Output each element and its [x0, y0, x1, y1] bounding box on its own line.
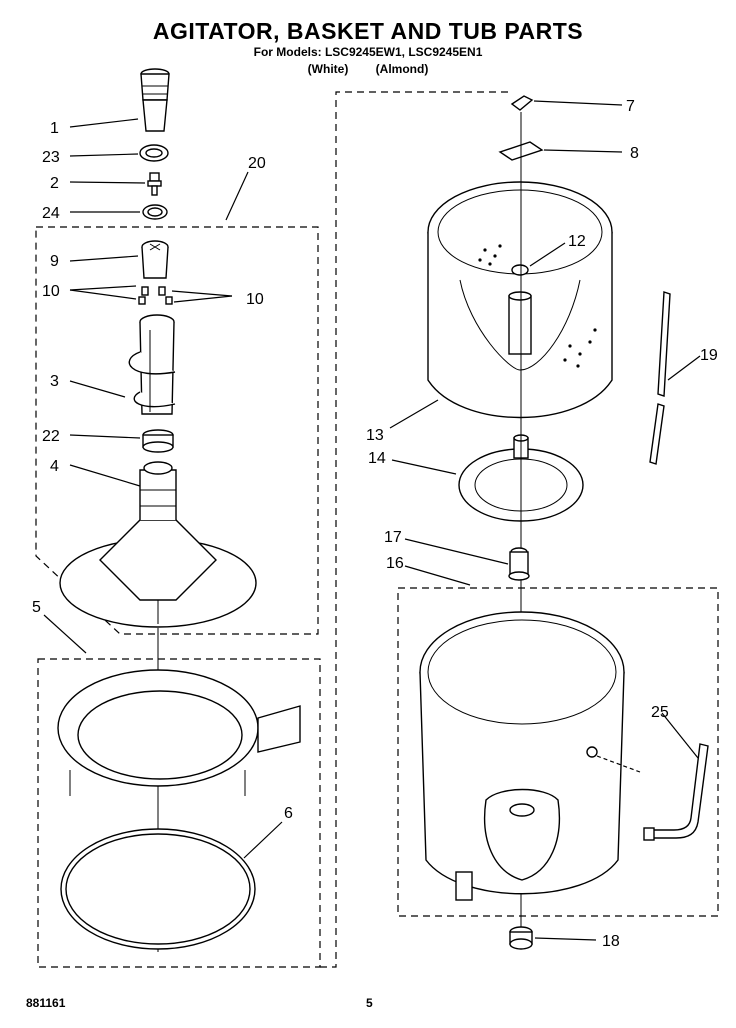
part-2-bolt [147, 172, 162, 196]
part-7-nut [510, 95, 534, 111]
callout-1: 1 [50, 120, 59, 137]
callout-4: 4 [50, 458, 59, 475]
callout-10-right: 10 [246, 291, 264, 308]
callout-23: 23 [42, 149, 60, 166]
models-line: For Models: LSC9245EW1, LSC9245EN1 [253, 45, 483, 59]
group-20-box [35, 226, 319, 635]
part-17-bearing [508, 547, 530, 581]
callout-8: 8 [630, 145, 639, 162]
callout-9: 9 [50, 253, 59, 270]
connector-line [320, 91, 510, 968]
part-10-dogs [138, 286, 173, 305]
callout-18: 18 [602, 933, 620, 950]
part-22-coupling [142, 429, 174, 453]
callout-6: 6 [284, 805, 293, 822]
part-1-agitator-cap [140, 68, 170, 132]
part-18-nut [509, 926, 533, 950]
group-16-box [397, 587, 719, 917]
part-25-hose [586, 743, 709, 841]
callout-10-left: 10 [42, 283, 60, 300]
callout-16: 16 [386, 555, 404, 572]
callout-25: 25 [651, 704, 669, 721]
leader-lines [43, 100, 701, 941]
part-19-strip [649, 291, 671, 465]
group-5-box [37, 658, 321, 968]
page-title: AGITATOR, BASKET AND TUB PARTS [152, 18, 584, 44]
callout-7: 7 [626, 98, 635, 115]
callout-19: 19 [700, 347, 718, 364]
part-23-seal [139, 144, 169, 162]
callout-5: 5 [32, 599, 41, 616]
callout-20: 20 [248, 155, 266, 172]
callout-13: 13 [366, 427, 384, 444]
color-white: (White) [307, 62, 349, 76]
part-12-nut [511, 264, 529, 276]
callout-2: 2 [50, 175, 59, 192]
part-13-basket [427, 181, 613, 419]
page-number: 5 [366, 996, 373, 1010]
color-almond: (Almond) [375, 62, 429, 76]
callout-3: 3 [50, 373, 59, 390]
part-24-oring [142, 204, 168, 220]
callout-22: 22 [42, 428, 60, 445]
part-16-tub [419, 611, 625, 901]
model-colors: (White) (Almond) [0, 62, 736, 76]
doc-number: 881161 [26, 996, 66, 1010]
callout-12: 12 [568, 233, 586, 250]
callout-14: 14 [368, 450, 386, 467]
part-3-auger [128, 314, 176, 415]
part-6-snap-ring [60, 828, 256, 950]
callout-24: 24 [42, 205, 60, 222]
part-5-tub-ring [57, 669, 301, 796]
callout-17: 17 [384, 529, 402, 546]
part-9-cam [141, 240, 169, 279]
part-4-agitator-base [59, 461, 257, 628]
